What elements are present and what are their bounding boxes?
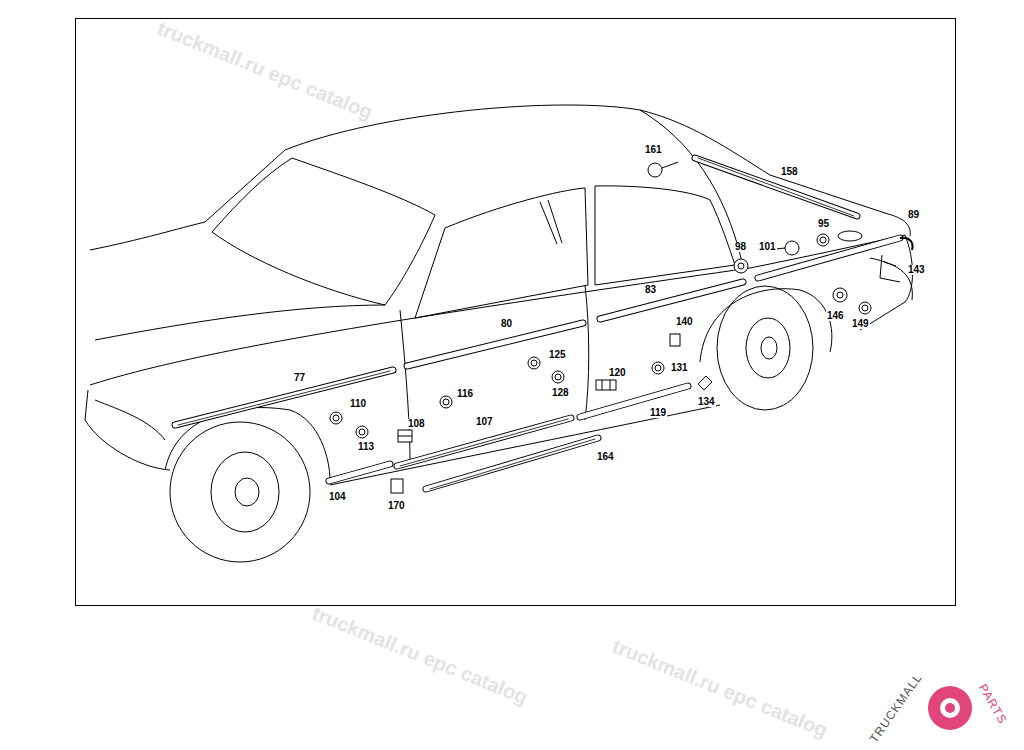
callout-number: 98 [734, 242, 747, 252]
callout-number: 116 [456, 389, 474, 399]
callout-number: 89 [907, 210, 920, 220]
callout-number: 119 [649, 408, 667, 418]
callout-number: 131 [670, 363, 689, 373]
callout-number: 101 [758, 242, 777, 252]
callout-number: 77 [293, 373, 306, 383]
callout-number: 170 [387, 501, 406, 511]
callout-number: 125 [548, 350, 567, 360]
callout-number: 120 [608, 368, 627, 378]
callout-number: 134 [697, 397, 716, 407]
callout-number: 143 [907, 265, 926, 275]
callout-number: 164 [596, 452, 615, 462]
callout-number: 108 [407, 419, 426, 429]
logo-text: PARTS [977, 682, 1009, 726]
callout-number: 158 [780, 167, 799, 177]
callout-number: 149 [851, 319, 870, 329]
callout-number: 95 [817, 219, 830, 229]
callout-number: 83 [644, 285, 657, 295]
callout-number: 140 [675, 317, 694, 327]
callout-number: 107 [475, 417, 494, 427]
watermark: truckmall.ru epc catalog [310, 603, 531, 708]
logo-text: TRUCKMALL [868, 671, 925, 745]
callout-number: 104 [328, 492, 347, 502]
watermark: truckmall.ru epc catalog [610, 636, 831, 741]
callout-number: 146 [826, 311, 845, 321]
watermark: truckmall.ru epc catalog [155, 18, 376, 123]
callout-number: 110 [349, 399, 367, 409]
callout-number: 113 [357, 442, 375, 452]
callout-number: 161 [644, 145, 663, 155]
callout-number: 80 [500, 319, 513, 329]
callout-number: 128 [551, 388, 570, 398]
